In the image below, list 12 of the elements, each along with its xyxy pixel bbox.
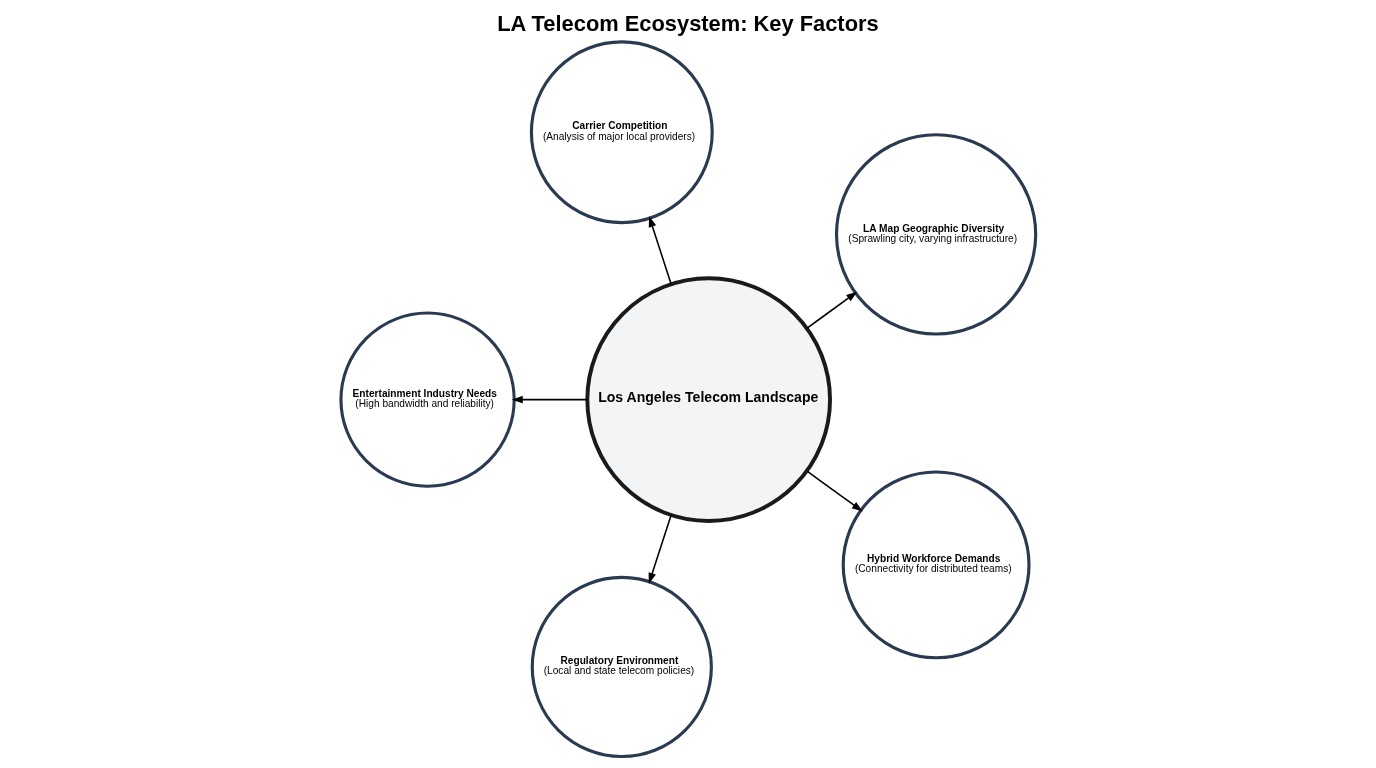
arrow	[805, 470, 863, 512]
arrow	[648, 514, 672, 584]
node-circle: Carrier Competition (Analysis of major local providers)	[529, 40, 714, 225]
node-circle: Los Angeles Telecom Landscape	[584, 276, 832, 523]
node-circle: LA Map Geographic Diversity (Sprawling city, varying infrastructure)	[834, 133, 1037, 336]
node-circle: Entertainment Industry Needs (High bandwidth and reliability)	[338, 311, 516, 488]
node-circle: Regulatory Environment (Local and state telecom policies)	[530, 575, 713, 759]
node-circle: Hybrid Workforce Demands (Connectivity for distributed teams)	[841, 470, 1031, 660]
arrow	[511, 395, 588, 404]
arrow	[648, 216, 672, 285]
arrow	[805, 291, 857, 329]
diagram-title: LA Telecom Ecosystem: Key Factors	[496, 11, 879, 37]
